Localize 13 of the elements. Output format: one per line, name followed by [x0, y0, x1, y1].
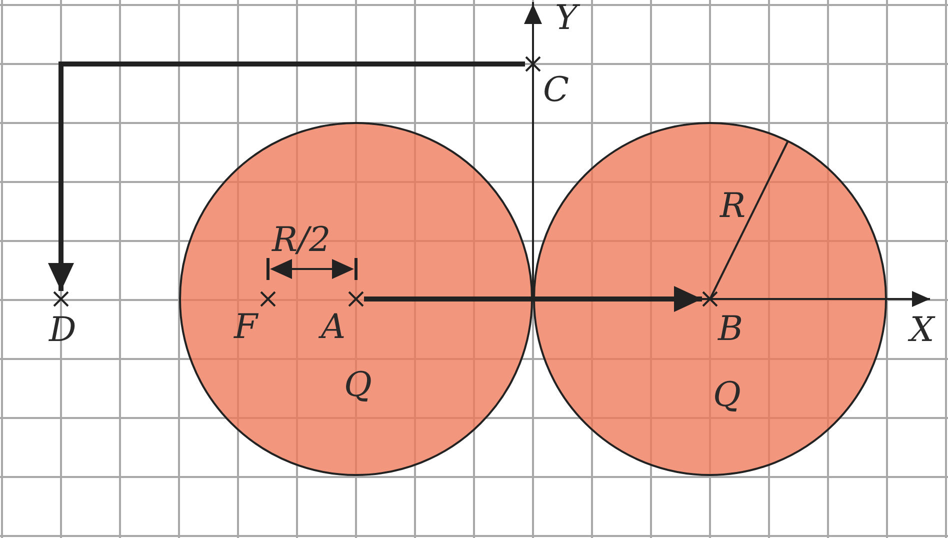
arrow [364, 286, 702, 312]
point-label: D [49, 312, 76, 348]
axis-label: Y [555, 0, 578, 36]
point-label: C [543, 72, 570, 108]
arrow [48, 62, 525, 291]
point-label: F [234, 309, 258, 345]
charge-label: Q [344, 367, 372, 403]
radius-label: R [720, 188, 746, 224]
point-label: B [718, 311, 743, 347]
dimension-label: R/2 [272, 222, 331, 258]
axis-label: X [910, 312, 934, 348]
charge-label: Q [713, 377, 741, 413]
point-label: A [321, 309, 346, 345]
